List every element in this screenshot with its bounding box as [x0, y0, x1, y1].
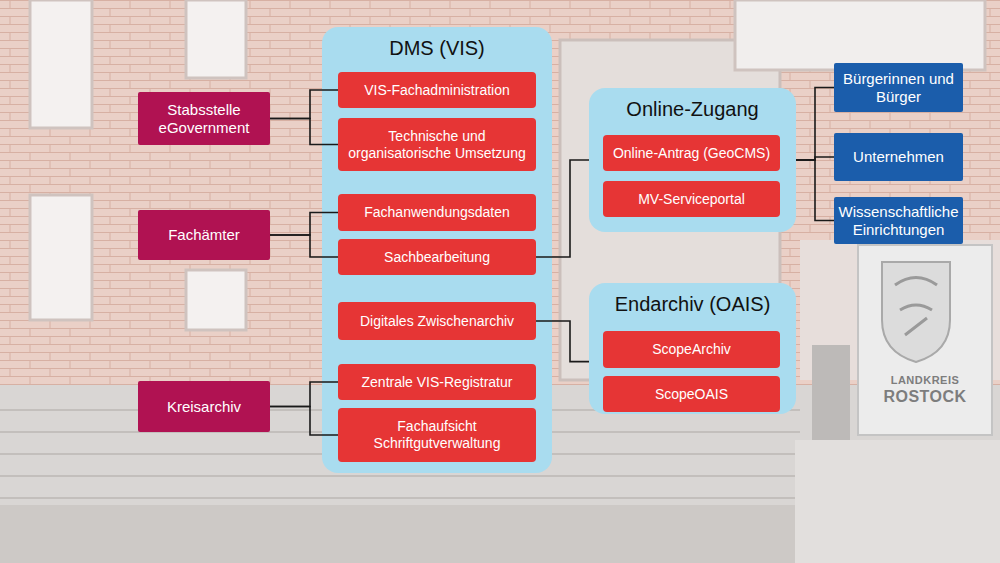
- coat-of-arms: [882, 262, 950, 362]
- box-label: Fachanwendungsdaten: [364, 204, 510, 221]
- function-box: ScopeOAIS: [603, 376, 780, 412]
- function-box: Fachaufsicht Schriftgutverwaltung: [338, 408, 536, 462]
- box-label: Technische und organisatorische Umsetzun…: [346, 128, 528, 162]
- function-box: Zentrale VIS-Registratur: [338, 364, 536, 400]
- connector-line: [536, 321, 589, 362]
- function-box: Online-Antrag (GeoCMS): [603, 135, 780, 171]
- window: [30, 195, 92, 320]
- box-label: Zentrale VIS-Registratur: [362, 374, 513, 391]
- sign-panel: [858, 245, 992, 435]
- box-label: Online-Antrag (GeoCMS): [613, 145, 770, 162]
- box-label: Kreisarchiv: [167, 398, 241, 416]
- window: [186, 270, 246, 330]
- function-box: ScopeArchiv: [603, 331, 780, 368]
- sign-text: LANDKREIS: [858, 374, 992, 386]
- container-title: DMS (VIS): [322, 36, 552, 60]
- window: [186, 0, 246, 78]
- connector-line: [270, 90, 338, 119]
- container-title: Endarchiv (OAIS): [589, 292, 796, 316]
- connector-line: [796, 157, 834, 160]
- system-container: DMS (VIS) VIS-FachadministrationTechnisch…: [322, 27, 552, 473]
- sign-base: [795, 440, 1000, 563]
- coat-of-arms-detail: [895, 278, 937, 336]
- connector-line: [796, 88, 834, 161]
- connector-line: [270, 235, 338, 257]
- box-label: ScopeArchiv: [652, 341, 731, 358]
- function-box: Digitales Zwischenarchiv: [338, 302, 536, 340]
- box-label: Stabsstelle eGovernment: [146, 101, 262, 137]
- connector-line: [270, 119, 338, 145]
- function-box: Sachbearbeitung: [338, 239, 536, 275]
- department-box: Kreisarchiv: [138, 381, 270, 432]
- box-label: Sachbearbeitung: [384, 249, 490, 266]
- box-label: Wissenschaftliche Einrichtungen: [838, 203, 958, 239]
- window: [30, 0, 92, 128]
- function-box: VIS-Fachadministration: [338, 72, 536, 108]
- sign-text: ROSTOCK: [858, 388, 992, 406]
- window: [735, 0, 985, 70]
- function-box: MV-Serviceportal: [603, 181, 780, 217]
- connector-line: [270, 382, 338, 407]
- box-label: Digitales Zwischenarchiv: [360, 313, 514, 330]
- letter-box: [812, 345, 850, 445]
- audience-box: Unternehmen: [834, 133, 963, 181]
- box-label: Fachämter: [168, 226, 240, 244]
- box-label: ScopeOAIS: [655, 386, 728, 403]
- department-box: Fachämter: [138, 210, 270, 260]
- audience-box: Bürgerinnen und Bürger: [834, 63, 963, 112]
- container-title: Online-Zugang: [589, 97, 796, 121]
- box-label: Fachaufsicht Schriftgutverwaltung: [346, 418, 528, 452]
- box-label: Unternehmen: [853, 148, 944, 166]
- function-box: Fachanwendungsdaten: [338, 194, 536, 231]
- connector-line: [270, 407, 338, 436]
- function-box: Technische und organisatorische Umsetzun…: [338, 118, 536, 171]
- connector-line: [796, 160, 834, 221]
- audience-box: Wissenschaftliche Einrichtungen: [834, 197, 963, 244]
- connector-line: [536, 160, 589, 257]
- system-container: Endarchiv (OAIS) ScopeArchivScopeOAIS: [589, 283, 796, 414]
- department-box: Stabsstelle eGovernment: [138, 92, 270, 145]
- box-label: VIS-Fachadministration: [364, 82, 510, 99]
- connector-line: [270, 213, 338, 236]
- box-label: Bürgerinnen und Bürger: [842, 70, 955, 106]
- system-container: Online-ZugangOnline-Antrag (GeoCMS) MV-Se…: [589, 88, 796, 232]
- box-label: MV-Serviceportal: [638, 191, 745, 208]
